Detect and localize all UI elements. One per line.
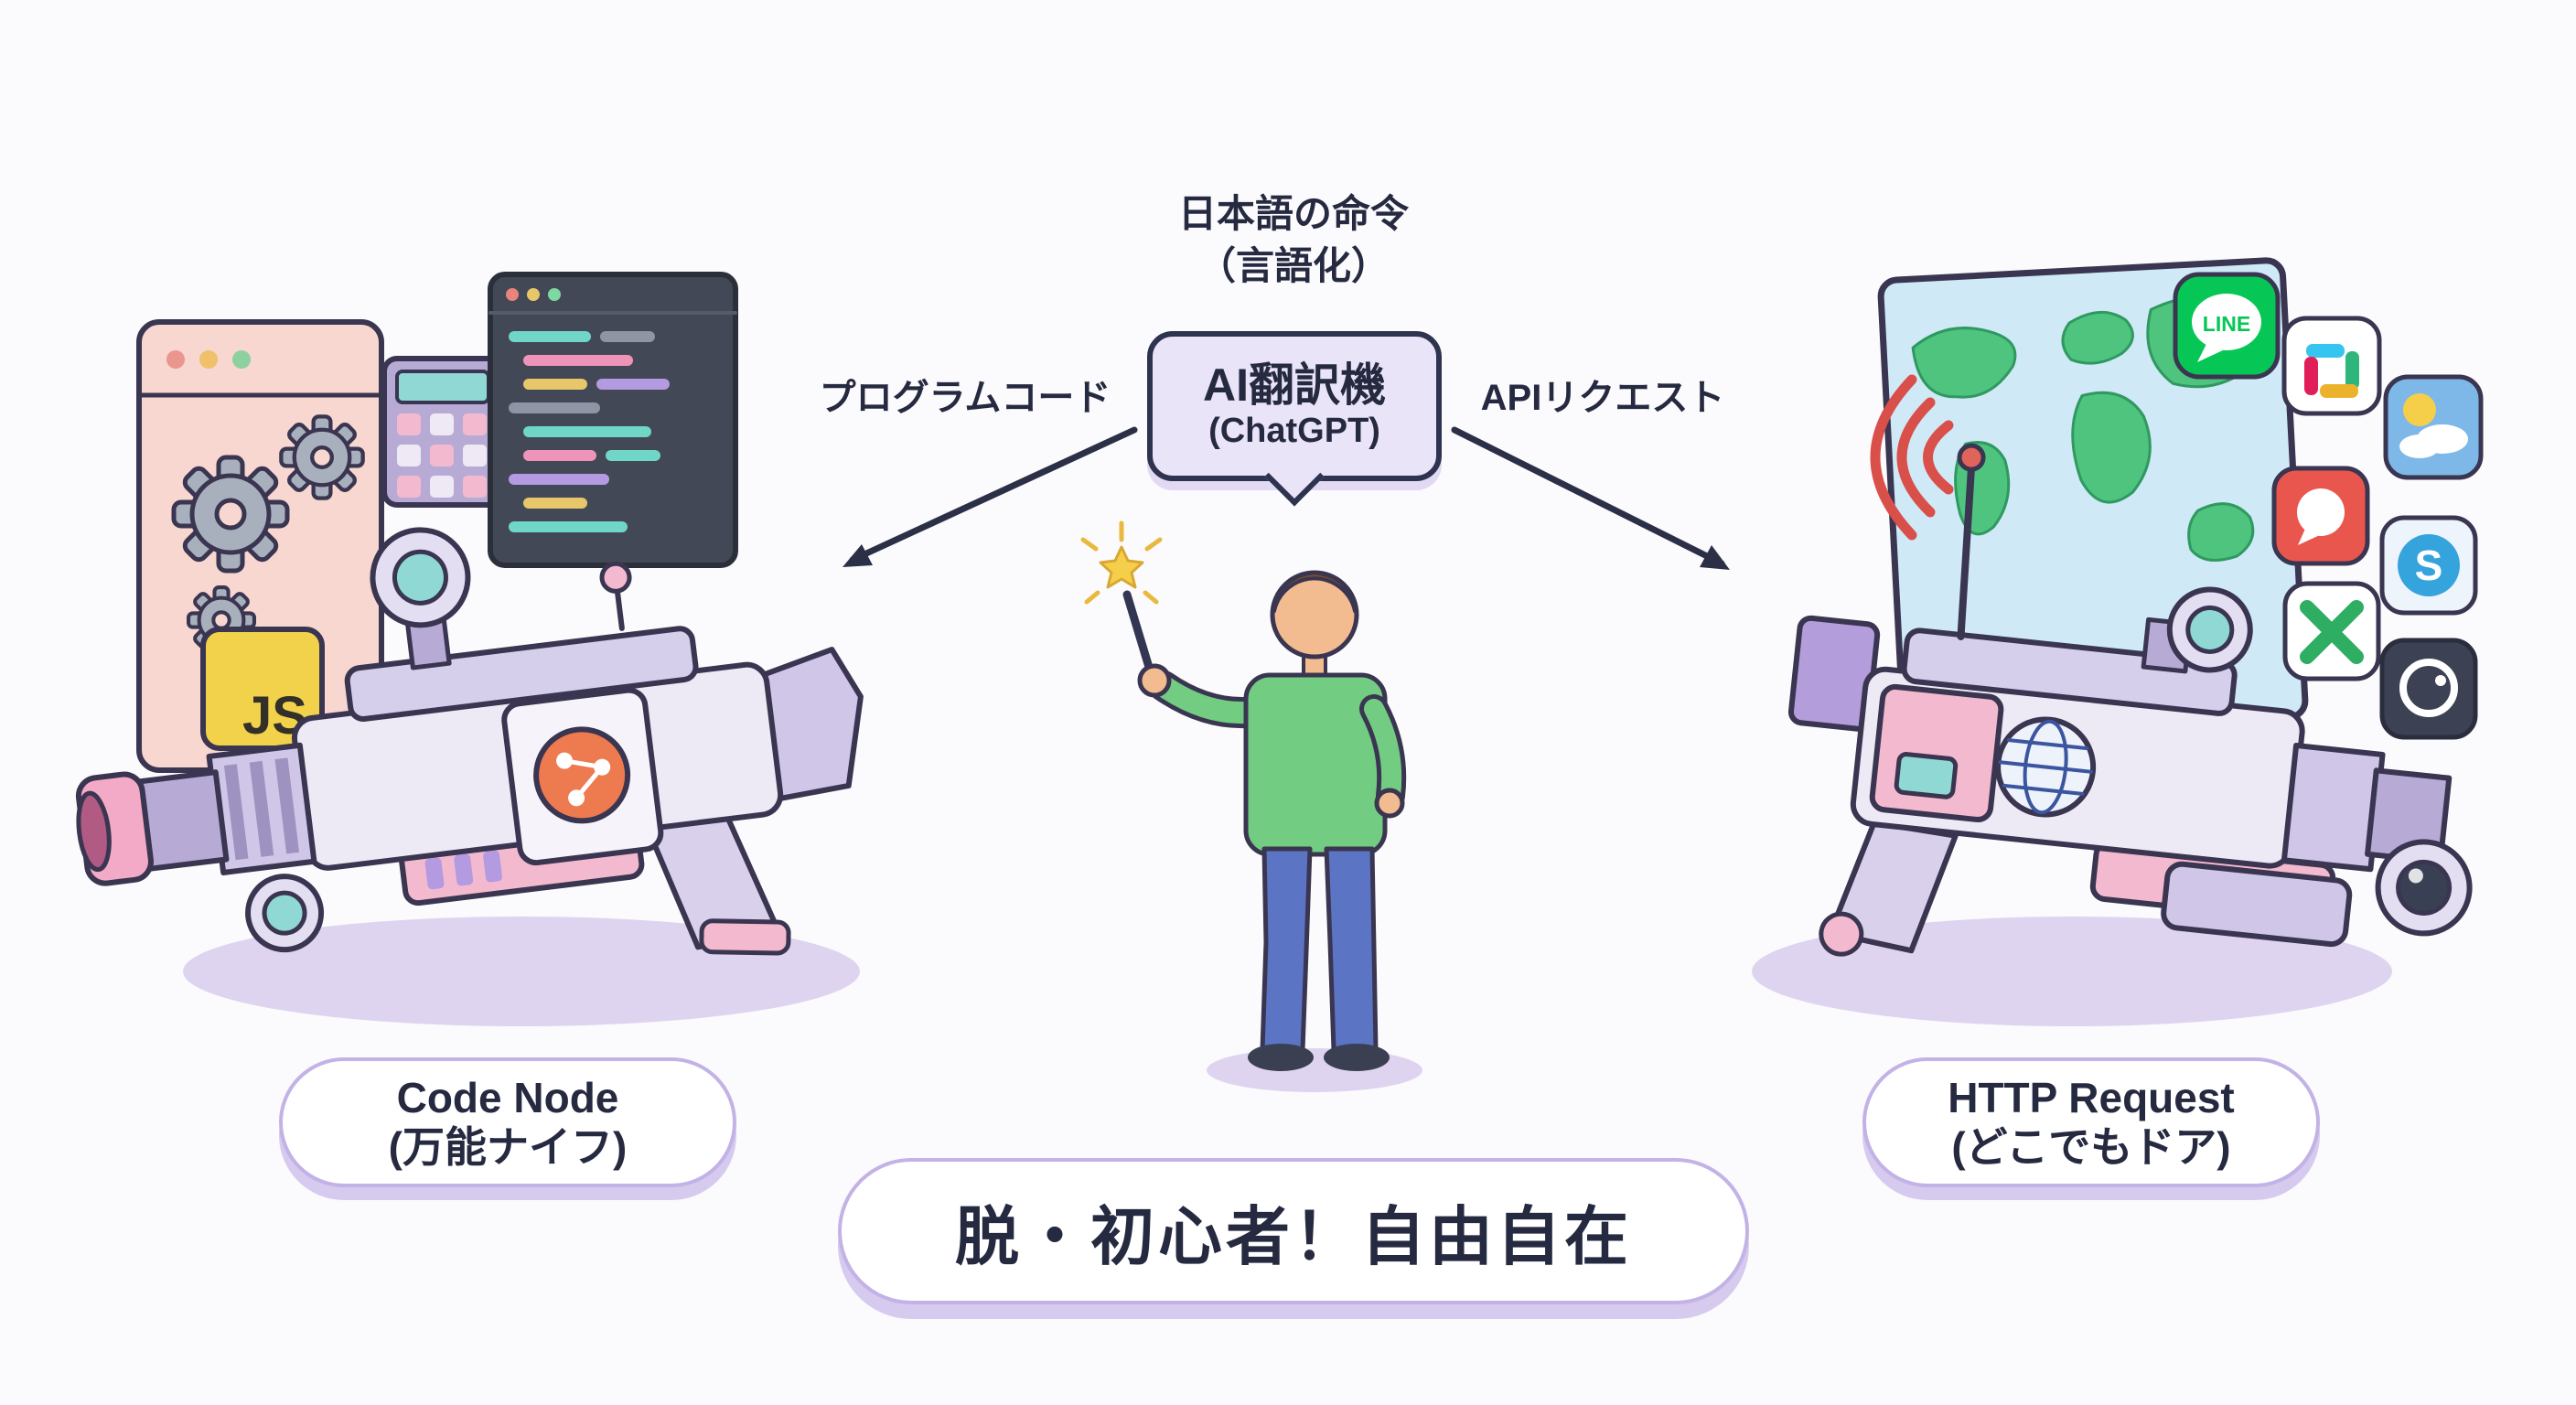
app-icon-x-green (2282, 581, 2381, 681)
globe-icon (1995, 716, 2097, 818)
ai-bubble-subtitle: (ChatGPT) (1208, 411, 1380, 450)
code-node-title: Code Node (396, 1073, 619, 1121)
right-arrow-label: APIリクエスト (1480, 378, 1725, 418)
ai-bubble-title: AI翻訳機 (1203, 359, 1386, 411)
node-share-icon (533, 726, 631, 824)
window-dot-icon (232, 350, 251, 369)
app-icon-slack (2281, 316, 2382, 416)
top-caption: 日本語の命令 （言語化） (1111, 188, 1476, 292)
hair (1272, 571, 1357, 613)
app-icon-chat-red (2271, 466, 2370, 566)
calculator-panel (381, 356, 504, 508)
arrow-right (1451, 426, 1730, 570)
http-request-blaster (1787, 443, 2473, 957)
app-icon-skype: S (2379, 515, 2478, 616)
calculator-buttons (397, 413, 487, 498)
code-lines (509, 331, 670, 532)
magic-wand (1080, 520, 1163, 678)
line-icon-text: LINE (2203, 312, 2250, 336)
bottom-banner: 脱・初心者！自由自在 (838, 1158, 1749, 1304)
app-icon-weather (2383, 374, 2484, 480)
gear-icon (279, 414, 365, 500)
left-arrow-label: プログラムコード (819, 378, 1111, 418)
http-request-title: HTTP Request (1948, 1073, 2235, 1121)
http-request-bubble: HTTP Request (どこでもドア) (1862, 1057, 2320, 1187)
app-icon-line: LINE (2173, 272, 2281, 380)
code-node-blaster (75, 527, 864, 956)
js-badge: JS (200, 627, 325, 751)
app-icon-dark-assistant (2379, 638, 2478, 740)
code-editor-panel (488, 272, 738, 568)
banner-text: 脱・初心者！自由自在 (955, 1200, 1632, 1272)
arrow-left (843, 426, 1138, 567)
code-node-subtitle: (万能ナイフ) (388, 1123, 628, 1171)
window-dot-icon (166, 350, 185, 369)
antenna-icon (1957, 461, 1976, 641)
http-request-subtitle: (どこでもドア) (1951, 1123, 2231, 1171)
gear-icon (171, 455, 290, 574)
wifi-waves-icon (1870, 374, 1954, 541)
code-node-bubble: Code Node (万能ナイフ) (279, 1057, 736, 1187)
top-caption-line1: 日本語の命令 (1177, 192, 1409, 235)
top-caption-line2: （言語化） (1197, 243, 1390, 287)
skype-icon-text: S (2415, 542, 2443, 589)
window-dot-icon (199, 350, 218, 369)
person-figure (1080, 520, 1407, 1071)
star-sparkle-icon (1080, 520, 1163, 605)
